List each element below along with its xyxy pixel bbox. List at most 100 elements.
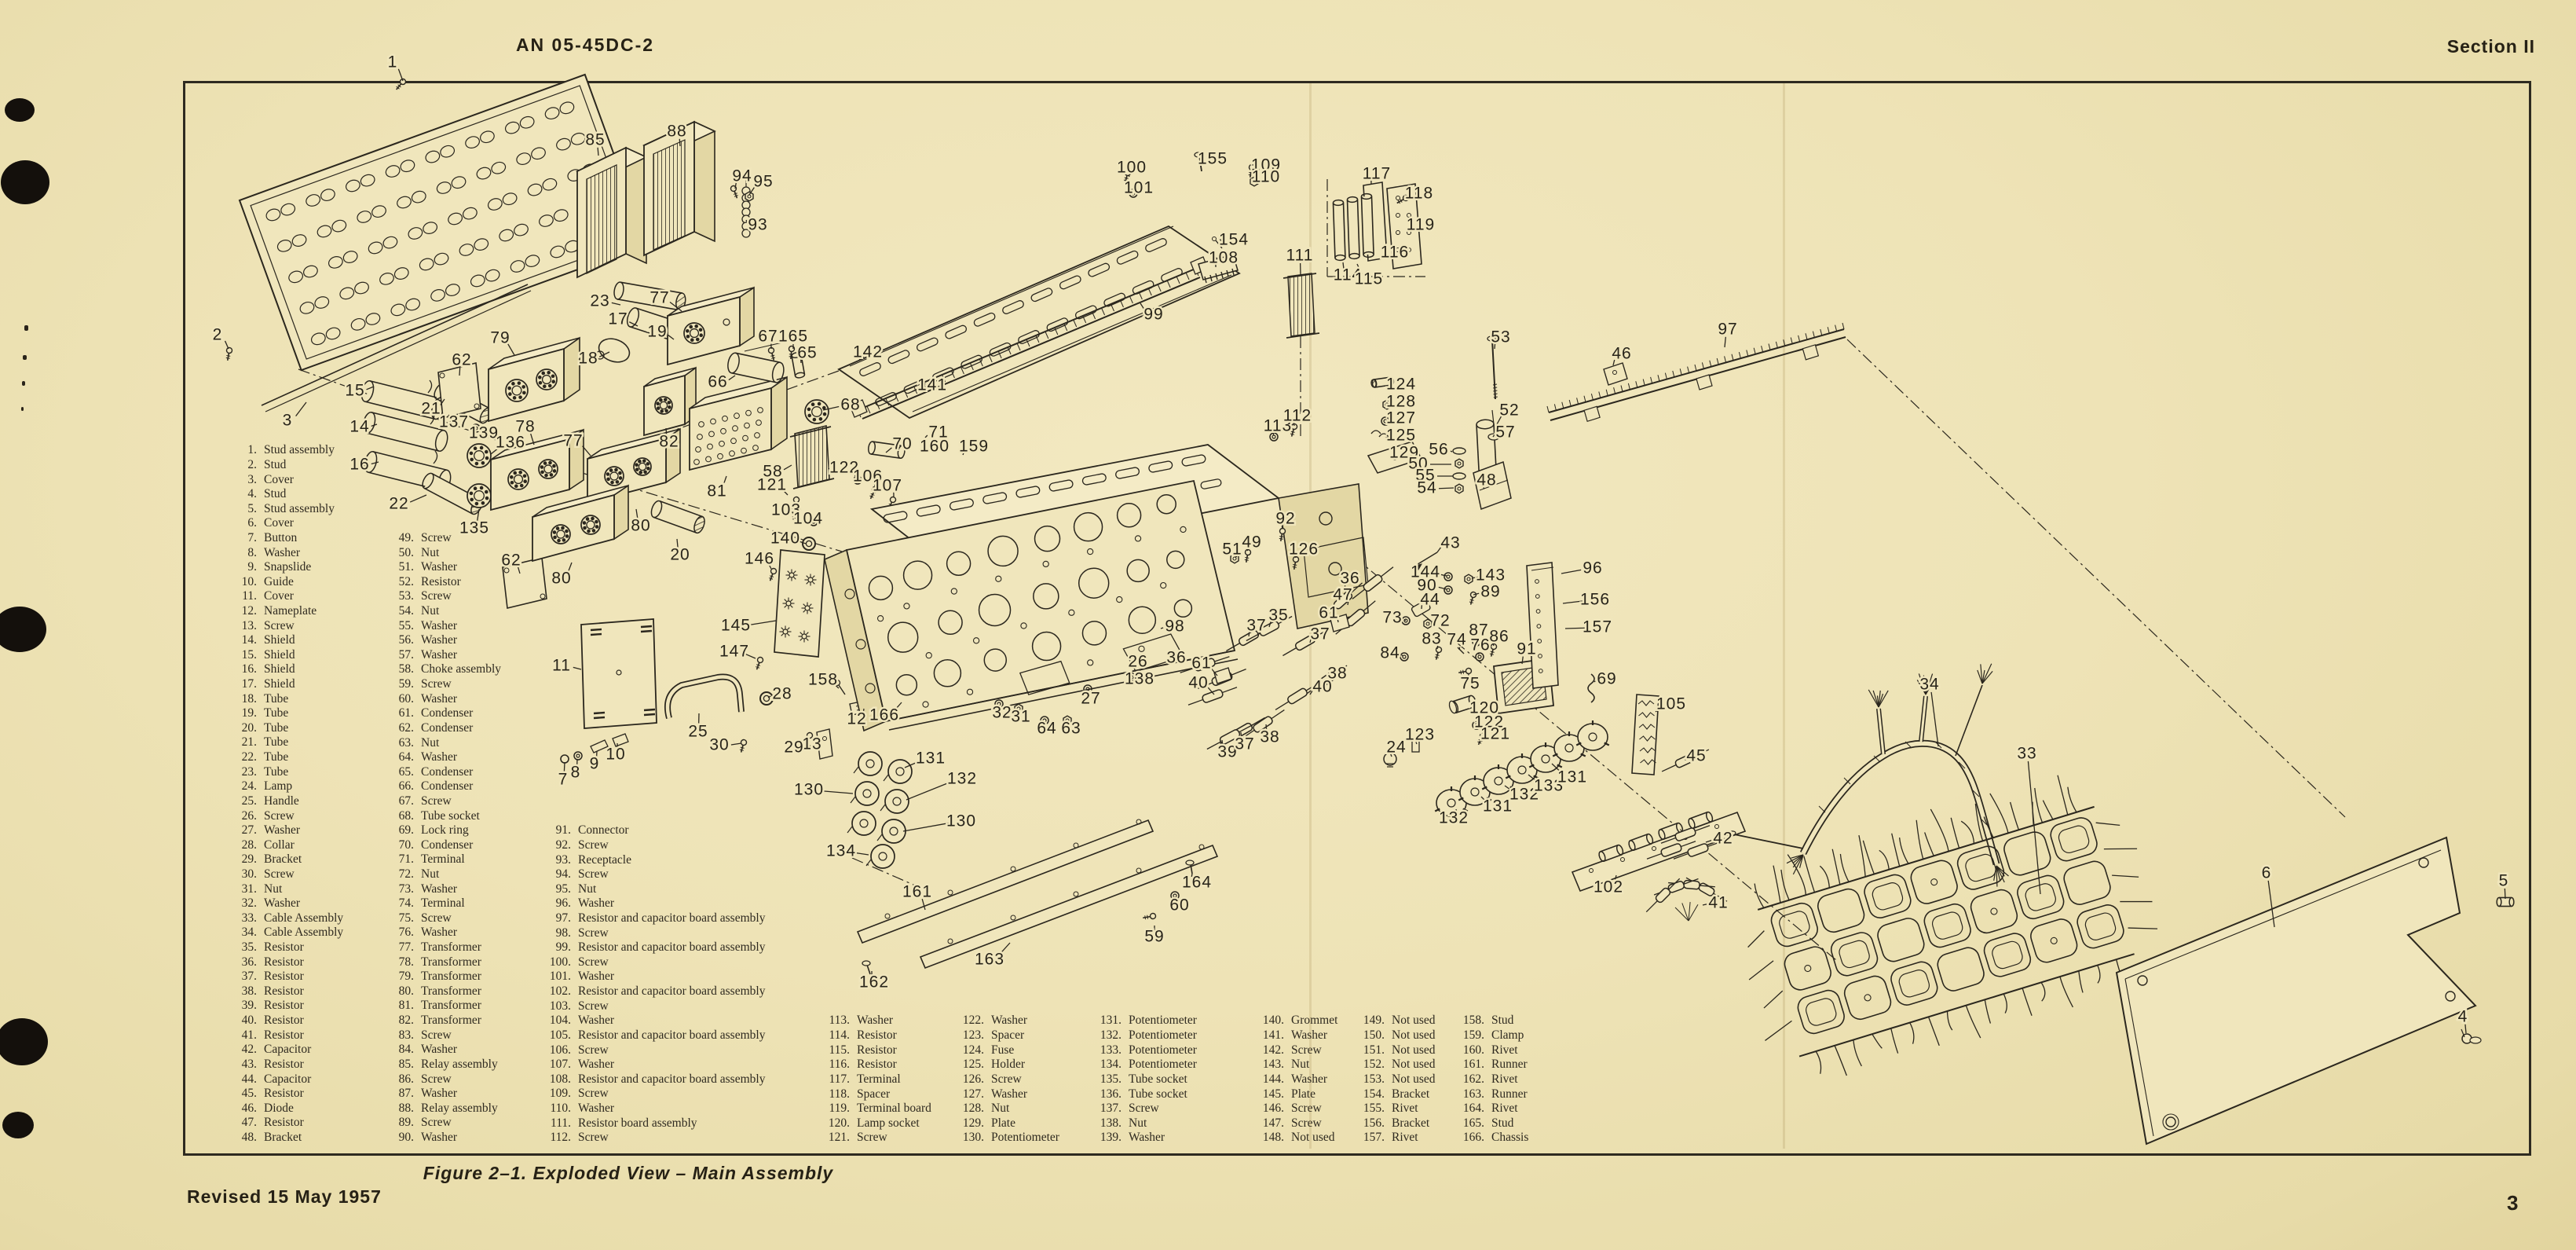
svg-text:80: 80 xyxy=(551,570,571,588)
parts-list-item: 164.Rivet xyxy=(1462,1102,1518,1116)
svg-text:86: 86 xyxy=(1489,628,1509,646)
parts-list-item: 150.Not used xyxy=(1363,1028,1436,1043)
svg-text:92: 92 xyxy=(1275,510,1295,528)
svg-text:132: 132 xyxy=(947,770,977,788)
svg-text:140: 140 xyxy=(770,530,800,548)
page-number: 3 xyxy=(2507,1191,2519,1215)
svg-text:100: 100 xyxy=(1117,159,1147,177)
svg-text:7: 7 xyxy=(558,771,569,789)
parts-list-item: 57.Washer xyxy=(398,647,458,662)
svg-text:54: 54 xyxy=(1417,479,1436,497)
parts-list-item: 45.Resistor xyxy=(241,1087,304,1101)
svg-text:66: 66 xyxy=(708,373,727,391)
svg-text:112: 112 xyxy=(1283,407,1312,425)
parts-list-item: 26.Screw xyxy=(241,808,295,823)
parts-list-item: 33.Cable Assembly xyxy=(241,911,344,925)
svg-text:29: 29 xyxy=(784,739,803,757)
svg-text:38: 38 xyxy=(1260,728,1279,746)
binder-dot xyxy=(0,607,46,652)
parts-list-item: 118.Spacer xyxy=(829,1087,891,1101)
svg-text:111: 111 xyxy=(1286,247,1314,265)
parts-list-item: 117.Terminal xyxy=(829,1072,901,1086)
svg-text:85: 85 xyxy=(585,131,605,149)
svg-text:32: 32 xyxy=(992,704,1012,722)
svg-text:1: 1 xyxy=(388,53,398,71)
parts-list-item: 41.Resistor xyxy=(241,1028,304,1042)
parts-list-item: 86.Screw xyxy=(398,1072,452,1086)
parts-list-item: 47.Resistor xyxy=(241,1116,304,1130)
parts-list-item: 157.Rivet xyxy=(1363,1131,1418,1145)
svg-text:146: 146 xyxy=(745,550,774,568)
parts-list-item: 82.Transformer xyxy=(398,1014,481,1028)
parts-list-item: 147.Screw xyxy=(1262,1116,1322,1130)
svg-text:129: 129 xyxy=(1389,444,1419,462)
parts-list-item: 15.Shield xyxy=(241,647,295,662)
parts-list-item: 23.Tube xyxy=(241,764,289,779)
svg-text:159: 159 xyxy=(959,438,989,456)
svg-text:67: 67 xyxy=(758,328,778,346)
svg-text:69: 69 xyxy=(1597,670,1616,688)
margin-speck xyxy=(23,355,27,360)
svg-text:75: 75 xyxy=(1460,675,1480,693)
parts-list-item: 71.Terminal xyxy=(398,852,465,867)
parts-list-item: 42.Capacitor xyxy=(241,1043,312,1057)
parts-list-item: 75.Screw xyxy=(398,911,452,925)
parts-list-item: 51.Washer xyxy=(398,560,458,574)
svg-text:45: 45 xyxy=(1686,747,1706,765)
svg-text:121: 121 xyxy=(757,476,787,494)
parts-list-item: 107.Washer xyxy=(549,1058,615,1072)
parts-list-item: 161.Runner xyxy=(1462,1058,1528,1072)
parts-list-item: 162.Rivet xyxy=(1462,1072,1518,1086)
svg-text:68: 68 xyxy=(840,396,860,414)
parts-list-item: 85.Relay assembly xyxy=(398,1057,498,1071)
parts-list-item: 116.Resistor xyxy=(829,1058,897,1072)
parts-list-item: 144.Washer xyxy=(1262,1072,1328,1086)
svg-text:3: 3 xyxy=(283,412,293,430)
parts-list-item: 11.Cover xyxy=(242,589,294,603)
parts-list-item: 166.Chassis xyxy=(1462,1131,1529,1145)
parts-list-item: 2.Stud xyxy=(247,457,287,471)
binder-dot xyxy=(1,160,49,204)
svg-text:131: 131 xyxy=(1557,768,1587,786)
parts-list-item: 105.Resistor and capacitor board assembl… xyxy=(549,1028,766,1042)
svg-text:114: 114 xyxy=(1334,266,1362,284)
svg-text:97: 97 xyxy=(1718,321,1737,339)
parts-list-item: 120.Lamp socket xyxy=(828,1116,920,1130)
svg-text:36: 36 xyxy=(1340,570,1359,588)
parts-list-item: 79.Transformer xyxy=(398,970,481,984)
svg-text:135: 135 xyxy=(459,519,489,537)
svg-text:132: 132 xyxy=(1509,786,1539,804)
parts-list-item: 55.Washer xyxy=(398,618,458,632)
parts-list-item: 106.Screw xyxy=(549,1043,609,1057)
footer-revision: Revised 15 May 1957 xyxy=(187,1186,382,1207)
parts-list-item: 132.Potentiometer xyxy=(1100,1028,1197,1043)
parts-list-item: 126.Screw xyxy=(962,1072,1022,1086)
parts-list-item: 103.Screw xyxy=(549,999,609,1013)
svg-text:158: 158 xyxy=(808,671,838,689)
parts-list-item: 101.Washer xyxy=(549,970,615,984)
svg-text:61: 61 xyxy=(1191,654,1211,673)
svg-text:9: 9 xyxy=(590,755,600,773)
svg-text:25: 25 xyxy=(688,723,708,741)
parts-list-item: 99.Resistor and capacitor board assembly xyxy=(555,940,766,955)
svg-text:48: 48 xyxy=(1476,471,1496,489)
parts-list-item: 12.Nameplate xyxy=(241,604,317,618)
parts-list-item: 90.Washer xyxy=(398,1130,458,1144)
parts-list-item: 160.Rivet xyxy=(1462,1043,1518,1057)
parts-list-item: 52.Resistor xyxy=(398,574,461,588)
binder-dot xyxy=(0,1018,48,1065)
parts-list-item: 83.Screw xyxy=(398,1028,452,1042)
svg-text:102: 102 xyxy=(1594,878,1623,896)
svg-text:130: 130 xyxy=(946,812,976,830)
svg-text:127: 127 xyxy=(1386,409,1416,427)
svg-text:128: 128 xyxy=(1386,393,1416,411)
parts-list-item: 122.Washer xyxy=(962,1014,1028,1028)
svg-text:23: 23 xyxy=(590,292,609,310)
svg-text:80: 80 xyxy=(631,517,650,535)
parts-list-item: 48.Bracket xyxy=(241,1130,302,1144)
parts-list-item: 80.Transformer xyxy=(398,984,481,998)
parts-list-item: 5.Stud assembly xyxy=(247,501,335,515)
parts-list-item: 94.Screw xyxy=(555,867,609,882)
parts-list-item: 113.Washer xyxy=(829,1014,894,1028)
svg-text:147: 147 xyxy=(719,643,749,661)
